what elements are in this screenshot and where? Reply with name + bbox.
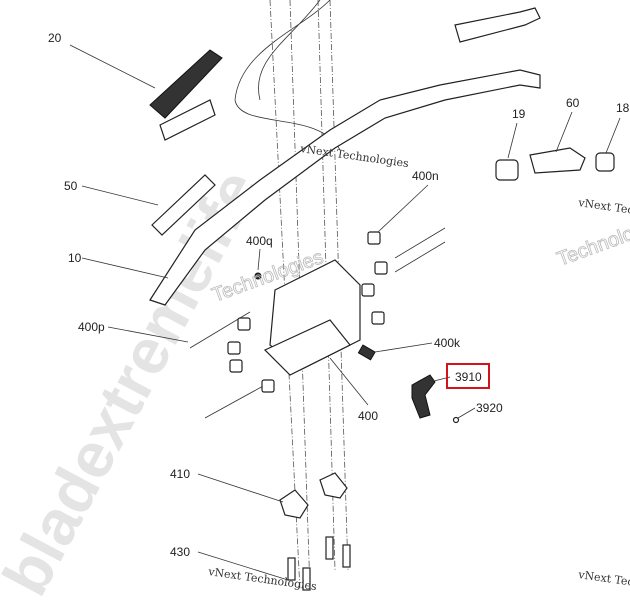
label-18: 18 — [616, 101, 630, 115]
label-400q: 400q — [246, 234, 273, 248]
company-watermark-bottom-right: vNext Technologies — [577, 568, 630, 596]
company-watermark: vNext Technologies — [299, 142, 410, 170]
label-20: 20 — [48, 31, 62, 45]
label-3910: 3910 — [455, 370, 482, 384]
company-outline-watermark-right: Technologies — [554, 210, 630, 271]
label-400: 400 — [358, 409, 378, 423]
label-430: 430 — [170, 545, 190, 559]
label-3920: 3920 — [476, 401, 503, 415]
label-400k: 400k — [434, 336, 461, 350]
label-400p: 400p — [78, 320, 105, 334]
label-410: 410 — [170, 467, 190, 481]
label-50: 50 — [64, 179, 78, 193]
highlight-box — [446, 363, 490, 389]
grip — [149, 49, 223, 119]
tube — [151, 174, 216, 236]
label-60: 60 — [566, 96, 580, 110]
handlebar — [149, 69, 541, 306]
label-19: 19 — [512, 107, 526, 121]
company-watermark-right: vNext Technologies — [577, 196, 630, 224]
company-watermark-bottom: vNext Technologies — [207, 565, 318, 593]
lever — [411, 374, 436, 419]
top-grip — [454, 7, 541, 43]
label-10: 10 — [68, 251, 82, 265]
label-400n: 400n — [412, 169, 439, 183]
